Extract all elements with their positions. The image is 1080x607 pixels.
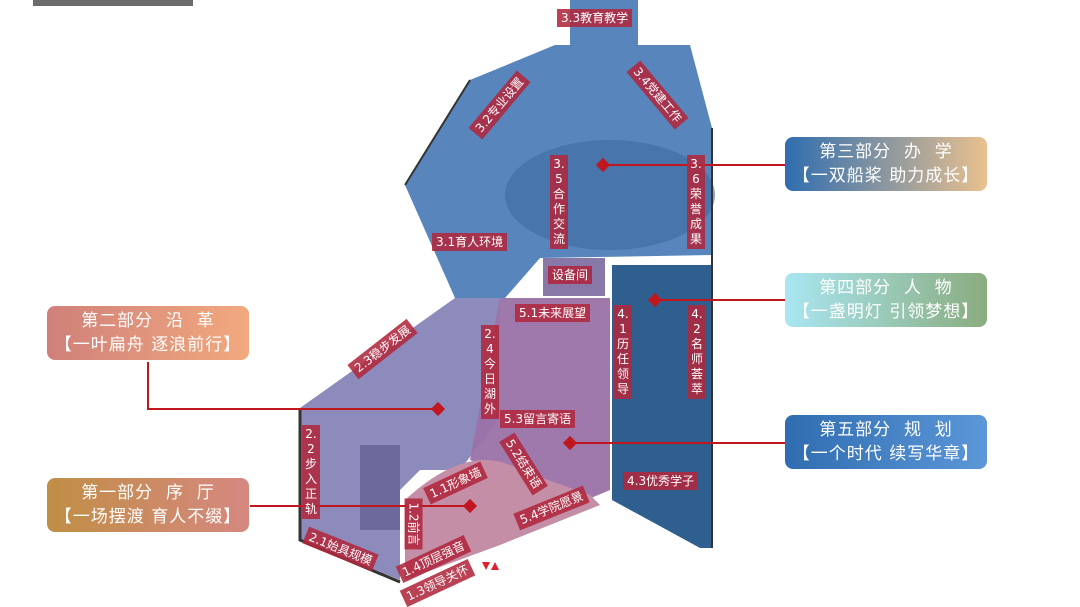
part-subtitle: 【一双船桨 助力成长】: [792, 166, 980, 186]
part-subtitle: 【一盏明灯 引领梦想】: [792, 302, 980, 322]
room-label-3-5[interactable]: 3.5合作交流: [550, 155, 568, 249]
room-label-5-1[interactable]: 5.1未来展望: [515, 304, 591, 322]
diamond-marker: [595, 157, 611, 173]
connector-part2: [147, 362, 438, 410]
part-subtitle: 【一场摆渡 育人不缀】: [54, 507, 242, 527]
connectors: [147, 164, 785, 507]
room-label-3-6[interactable]: 3.6荣誉成果: [687, 155, 705, 249]
part-title: 第五部分 规 划: [819, 420, 953, 440]
room-label-5-3[interactable]: 5.3留言寄语: [500, 410, 576, 428]
diamond-marker: [562, 435, 578, 451]
diamond-marker: [430, 401, 446, 417]
part-title: 第四部分 人 物: [819, 278, 953, 298]
world-map-floor: [505, 140, 715, 250]
part4-callout[interactable]: 第四部分 人 物 【一盏明灯 引领梦想】: [785, 273, 987, 327]
room-label-1-2[interactable]: 1.2前言: [404, 498, 423, 550]
room-label-4-1[interactable]: 4.1历任领导: [614, 305, 632, 399]
part-title: 第三部分 办 学: [819, 142, 953, 162]
room-label-3-1[interactable]: 3.1育人环境: [432, 233, 508, 251]
diamond-marker: [647, 292, 663, 308]
room-label-2-2[interactable]: 2.2步入正轨: [302, 425, 320, 519]
room-label-4-3[interactable]: 4.3优秀学子: [623, 472, 699, 490]
zone-part2[interactable]: [300, 298, 500, 580]
inner-wall: [360, 445, 400, 530]
part2-callout[interactable]: 第二部分 沿 革 【一叶扁舟 逐浪前行】: [47, 306, 249, 360]
part-title: 第二部分 沿 革: [81, 311, 215, 331]
part-title: 第一部分 序 厅: [81, 483, 215, 503]
part5-callout[interactable]: 第五部分 规 划 【一个时代 续写华章】: [785, 415, 987, 469]
room-label-2-4[interactable]: 2.4今日湖外: [481, 325, 499, 419]
part-subtitle: 【一叶扁舟 逐浪前行】: [54, 335, 242, 355]
wall: [404, 79, 471, 186]
diamond-marker: [462, 498, 478, 514]
entrance-arrows-icon: [482, 562, 499, 570]
room-label-4-2[interactable]: 4.2名师荟萃: [688, 305, 706, 399]
part-subtitle: 【一个时代 续写华章】: [792, 444, 980, 464]
equipment-room-label[interactable]: 设备间: [548, 266, 593, 284]
part1-callout[interactable]: 第一部分 序 厅 【一场摆渡 育人不缀】: [47, 478, 249, 532]
top-bar: [33, 0, 193, 6]
part3-callout[interactable]: 第三部分 办 学 【一双船桨 助力成长】: [785, 137, 987, 191]
room-label-3-3[interactable]: 3.3教育教学: [557, 9, 633, 27]
